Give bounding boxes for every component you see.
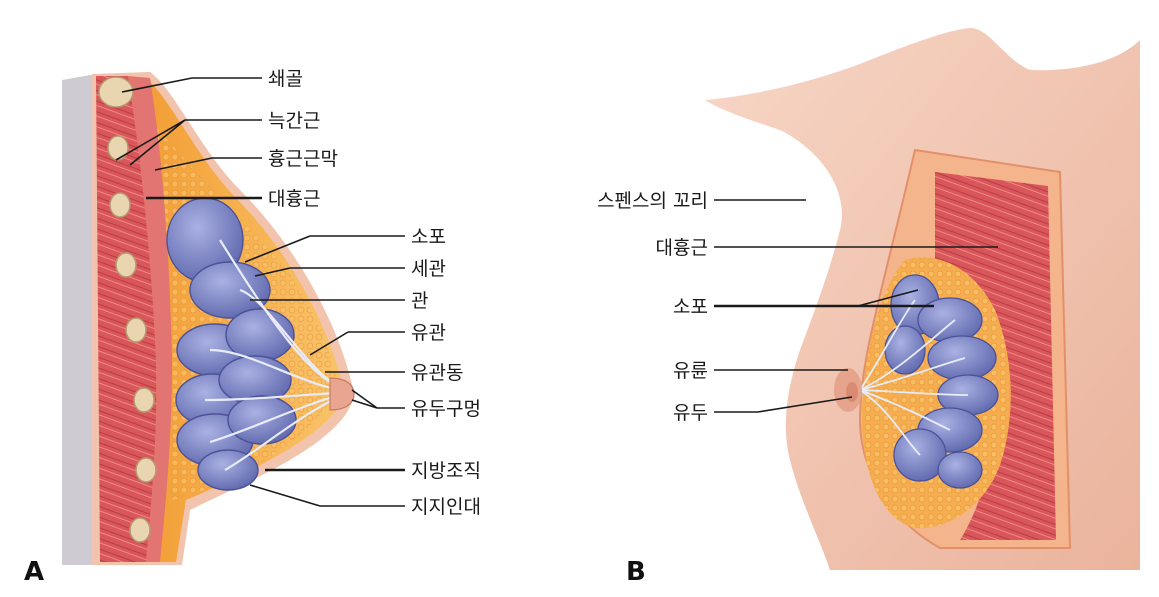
label-duct: 관 xyxy=(411,290,428,312)
ducts-b xyxy=(859,299,969,456)
muscle-band-a xyxy=(96,76,157,562)
panel-b-leader-lines xyxy=(714,199,998,413)
label-pectoral-fascia: 흉근근막 xyxy=(268,148,338,170)
label-alveoli-b: 소포 xyxy=(673,296,708,318)
label-nipple-pore: 유두구멍 xyxy=(411,398,481,420)
lobules-a xyxy=(166,197,297,491)
label-intercostal: 늑간근 xyxy=(268,110,320,132)
panel-letter-a: A xyxy=(24,557,44,587)
label-ductules: 세관 xyxy=(411,258,446,280)
label-pectoralis-major-a: 대흉근 xyxy=(268,188,320,210)
label-lactiferous-duct: 유관 xyxy=(411,322,446,344)
chest-wall xyxy=(62,74,96,565)
label-areola: 유륜 xyxy=(673,360,708,382)
label-adipose: 지방조직 xyxy=(411,460,481,482)
nipple-b xyxy=(846,382,858,402)
panel-b-illustration xyxy=(705,28,1140,570)
label-pectoralis-major-b: 대흉근 xyxy=(656,237,708,259)
rib-bones xyxy=(98,76,157,543)
nipple-a xyxy=(329,377,355,411)
label-suspensory-ligament: 지지인대 xyxy=(411,496,481,518)
panel-a-leader-lines xyxy=(115,77,405,507)
panel-a-illustration xyxy=(62,72,355,565)
label-lactiferous-sinus: 유관동 xyxy=(411,362,463,384)
panel-letter-b: B xyxy=(626,557,646,587)
label-nipple: 유두 xyxy=(673,402,708,424)
label-clavicle: 쇄골 xyxy=(268,68,303,90)
label-alveoli-a: 소포 xyxy=(411,226,446,248)
label-tail-of-spence: 스펜스의 꼬리 xyxy=(597,190,708,212)
